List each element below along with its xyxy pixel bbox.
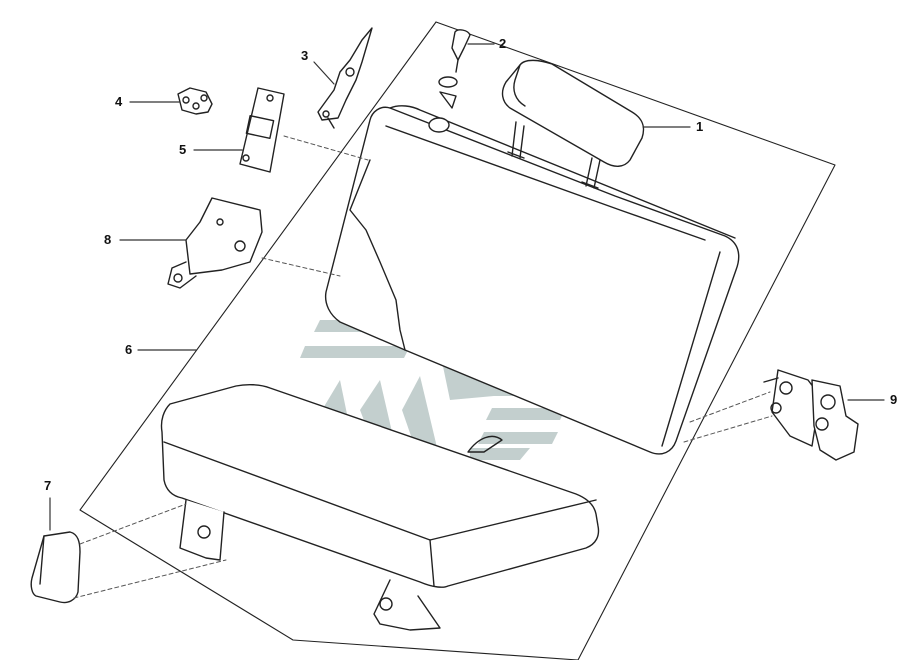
leader-lines (49, 43, 885, 531)
callout-1: 1 (696, 119, 704, 134)
assembly-boundary (79, 21, 836, 660)
callout-6: 6 (125, 342, 133, 357)
callout-2: 2 (499, 36, 507, 51)
guide-pin (438, 29, 471, 109)
seat-back (324, 105, 740, 455)
hinge-bracket (167, 197, 263, 289)
latch-plate (239, 87, 285, 173)
belt-buckle (317, 27, 373, 129)
lock-bracket (763, 369, 859, 461)
callout-3: 3 (301, 48, 309, 63)
hinge-cover (30, 531, 81, 604)
seat-cushion (160, 383, 600, 588)
callout-9: 9 (890, 392, 898, 407)
headrest (501, 59, 645, 189)
callout-5: 5 (179, 142, 187, 157)
cushion-brackets (179, 499, 441, 631)
assembly-guide-lines (73, 135, 773, 599)
bolt-clip (177, 87, 213, 115)
callout-4: 4 (115, 94, 123, 109)
callout-8: 8 (104, 232, 112, 247)
callout-7: 7 (44, 478, 52, 493)
